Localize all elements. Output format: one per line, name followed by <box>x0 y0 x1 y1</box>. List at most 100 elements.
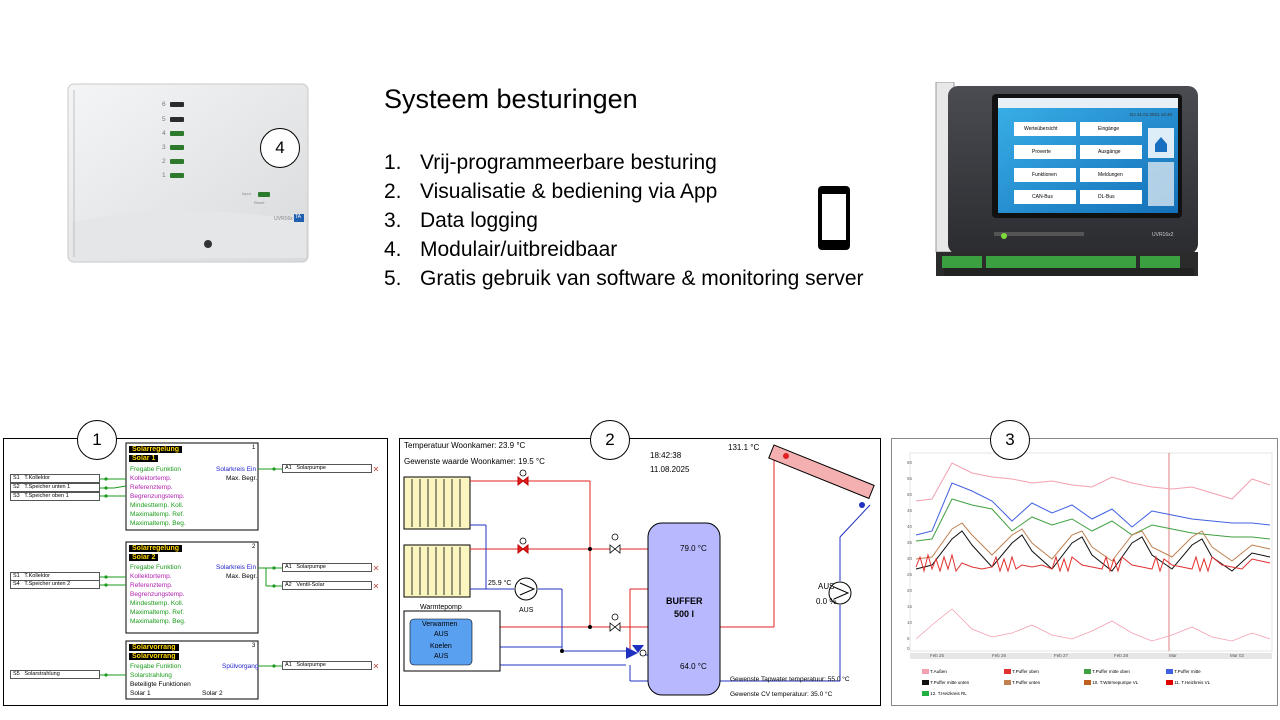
feature-item: 4. Modulair/uitbreidbaar <box>384 235 864 264</box>
input-box[interactable]: S2 T.Speicher unten 1 <box>10 483 100 492</box>
output-box[interactable]: A1 Solarpumpe <box>282 661 372 670</box>
input-id: S3 <box>13 493 20 499</box>
output-label: Ventil-Solar <box>296 582 325 588</box>
legend-label: T.Puffer mitte oben <box>1092 669 1130 674</box>
buffer-bottom-temperature: 64.0 °C <box>680 662 707 671</box>
input-id: S2 <box>13 484 20 490</box>
legend-item[interactable]: T.Puffer mitte <box>1166 669 1201 675</box>
feature-text: Visualisatie & bediening via App <box>420 180 718 203</box>
y-tick: 50 <box>907 492 913 497</box>
input-label: T.Speicher unten 1 <box>24 484 71 490</box>
block-output: Solarkreis Ein <box>216 564 257 571</box>
legend-item[interactable]: 10. T.Wärmepumpe VL <box>1084 680 1139 686</box>
heatpump-cooling-label: Koelen <box>430 643 452 650</box>
y-tick: 15 <box>907 604 913 609</box>
legend-label: T.Außen <box>930 669 947 674</box>
legend-item[interactable]: T.Puffer mitte oben <box>1084 669 1130 675</box>
badge-4: 4 <box>260 128 300 168</box>
output-id: A2 <box>285 582 292 588</box>
led-label: 2 <box>162 158 166 165</box>
input-label: T.Kollektor <box>24 573 51 579</box>
output-label: Solarpumpe <box>296 465 326 471</box>
x-tick: Feb 28 <box>1114 653 1129 658</box>
schema-time: 18:42:38 <box>650 451 682 460</box>
controller-device-left: 6 5 4 3 2 1 Input Reset UVR16x TA <box>66 82 312 264</box>
heatpump-cooling-state: AUS <box>434 653 449 660</box>
feature-text: Modulair/uitbreidbaar <box>420 238 618 261</box>
block-subtitle: Solar 1 <box>129 455 159 462</box>
block-output: Max. Begr. <box>226 475 258 482</box>
input-id: S4 <box>13 581 20 587</box>
block-subtitle: Solar 2 <box>129 554 159 561</box>
legend-label: 12. T.Heizkreis RL <box>930 691 967 696</box>
chart-legend: T.Außen T.Puffer oben T.Puffer mitte obe… <box>922 669 1272 701</box>
x-tick: Mar <box>1169 653 1177 658</box>
legend-item[interactable]: 11. T.Heizkreis VL <box>1166 680 1211 686</box>
heatpump-heating-label: Verwarmen <box>422 621 458 628</box>
block-line: Maximaltemp. Ref. <box>130 511 185 518</box>
device-input-label: Input <box>242 191 251 196</box>
datalogging-chart-panel: 60 55 50 45 40 35 30 25 20 15 10 5 0 Feb… <box>891 438 1278 706</box>
output-box[interactable]: A1 Solarpumpe <box>282 563 372 572</box>
block-line: Begrenzungstemp. <box>130 493 185 500</box>
legend-item[interactable]: T.Puffer oben <box>1004 669 1039 675</box>
buffer-label: BUFFER <box>666 596 703 606</box>
schema-date: 11.08.2025 <box>650 465 690 474</box>
y-tick: 5 <box>907 636 910 641</box>
block-line: Kollektortemp. <box>130 475 172 482</box>
input-box[interactable]: S4 T.Speicher unten 2 <box>10 580 100 589</box>
buffer-top-temperature: 79.0 °C <box>680 544 707 553</box>
feature-item: 3.Data logging <box>384 206 864 235</box>
collector-temperature: 131.1 °C <box>728 443 760 452</box>
legend-label: 11. T.Heizkreis VL <box>1174 680 1211 685</box>
legend-item[interactable]: T.Puffer mitte unten <box>922 680 969 686</box>
block-output: Max. Begr. <box>226 573 258 580</box>
output-label: Solarpumpe <box>296 662 326 668</box>
room-setpoint: Gewenste waarde Woonkamer: 19.5 °C <box>404 457 545 466</box>
x-tick: Mar 02 <box>1230 653 1245 658</box>
input-box[interactable]: S3 T.Speicher oben 1 <box>10 492 100 501</box>
heatpump-title: Warmtepomp <box>420 604 462 611</box>
led-label: 4 <box>162 130 166 137</box>
legend-item[interactable]: T.Puffer unten <box>1004 680 1040 686</box>
block-line: Begrenzungstemp. <box>130 591 185 598</box>
block-bottom-label: Solar 1 <box>130 690 151 697</box>
block-line: Maximaltemp. Beg. <box>130 520 186 527</box>
feature-text: Vrij-programmeerbare besturing <box>420 151 717 174</box>
badge-2: 2 <box>590 420 630 460</box>
input-box[interactable]: S1 T.Kollektor <box>10 474 100 483</box>
input-id: S1 <box>13 475 20 481</box>
room-temperature: Temperatuur Woonkamer: 23.9 °C <box>404 441 526 450</box>
block-output: Solarkreis Ein <box>216 466 257 473</box>
block-title: Solarvorrang <box>129 644 179 651</box>
y-tick: 10 <box>907 620 913 625</box>
y-tick: 60 <box>907 460 913 465</box>
device-menu-item: Funktionen <box>1014 168 1076 182</box>
output-box[interactable]: A2 Ventil-Solar <box>282 581 372 590</box>
device-menu-item: Werteübersicht <box>1014 122 1076 136</box>
badge-1: 1 <box>77 420 117 460</box>
buffer-volume: 500 l <box>674 609 695 619</box>
block-line: Referenztemp. <box>130 484 173 491</box>
y-tick: 20 <box>907 588 913 593</box>
input-box[interactable]: S5 Solarstrahlung <box>10 670 100 679</box>
block-line: Beteiligte Funktionen <box>130 681 191 688</box>
y-tick: 40 <box>907 524 913 529</box>
pump-left-temperature: 25.9 °C <box>488 580 512 587</box>
output-box[interactable]: A1 Solarpumpe <box>282 464 372 473</box>
feature-item: 1.Vrij-programmeerbare besturing <box>384 148 864 177</box>
feature-number: 4. <box>384 238 402 261</box>
legend-label: 10. T.Wärmepumpe VL <box>1092 680 1139 685</box>
device-menu-item: Eingänge <box>1080 122 1142 136</box>
y-tick: 35 <box>907 540 913 545</box>
y-tick: 0 <box>907 646 910 651</box>
block-line: Solarstrahlung <box>130 672 172 679</box>
legend-item[interactable]: 12. T.Heizkreis RL <box>922 691 967 697</box>
legend-item[interactable]: T.Außen <box>922 669 947 675</box>
device-menu-item: DL-Bus <box>1080 190 1142 204</box>
block-line: Maximaltemp. Beg. <box>130 618 186 625</box>
block-line: Mindesttemp. Koll. <box>130 502 184 509</box>
device-brand-logo: TA <box>295 214 302 220</box>
device-menu-item: CAN-Bus <box>1014 190 1076 204</box>
radiator-icon <box>403 544 471 598</box>
